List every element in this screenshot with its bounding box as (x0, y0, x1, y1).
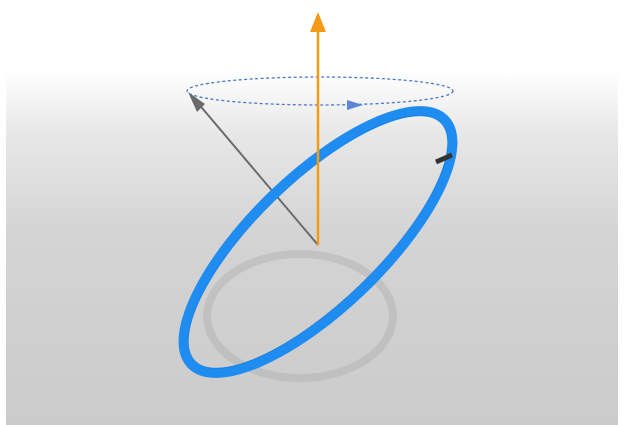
precession-path (187, 77, 453, 105)
vertical-axis-arrow (310, 12, 326, 245)
up-arrow-icon (310, 12, 326, 32)
triangle-right-icon (347, 100, 363, 110)
ring-shadow (207, 254, 393, 378)
